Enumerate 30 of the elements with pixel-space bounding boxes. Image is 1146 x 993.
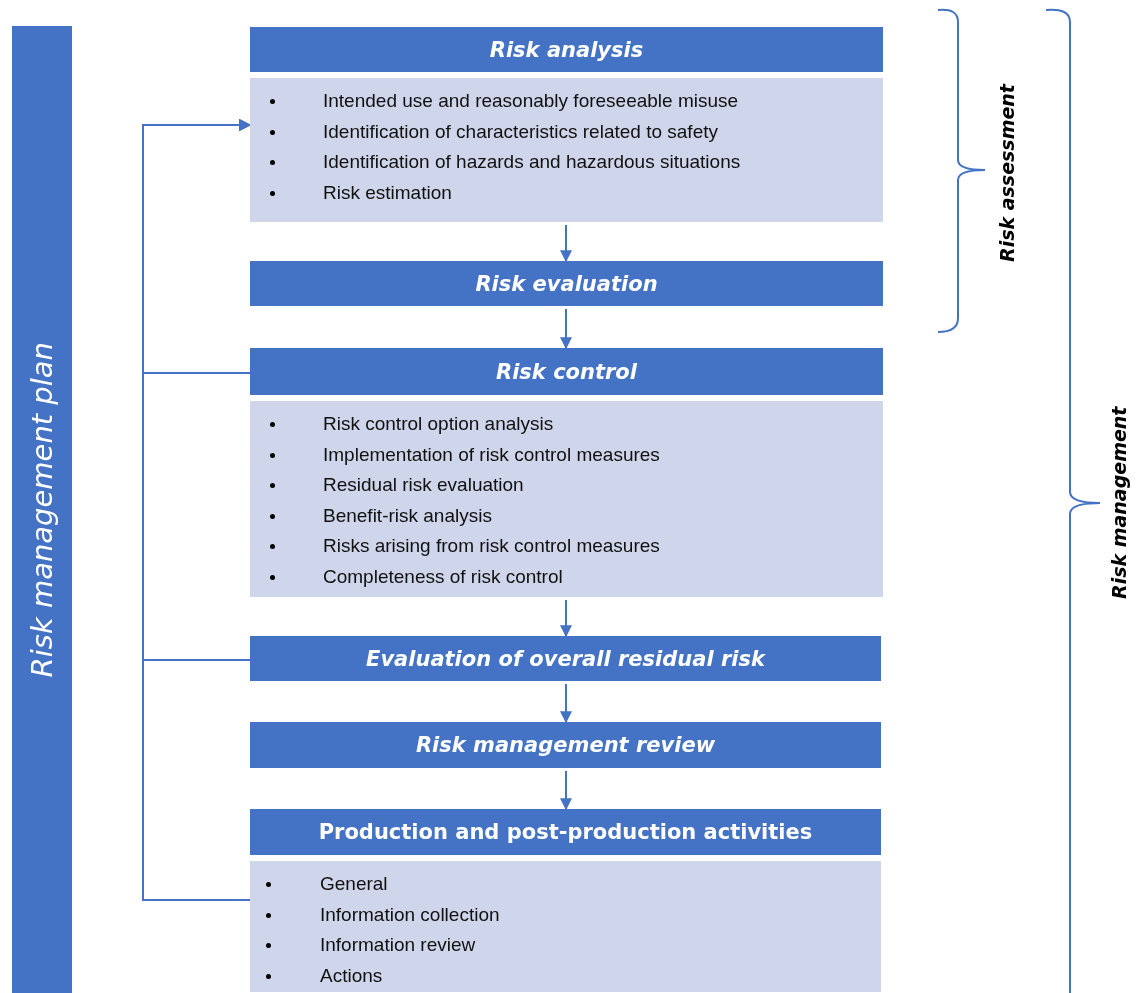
- bullet-text: General: [320, 873, 388, 896]
- bullet-text: Implementation of risk control measures: [323, 443, 660, 466]
- section-header: Risk management review: [250, 722, 881, 768]
- arrow: [560, 224, 572, 263]
- bullet-text: Information collection: [320, 903, 500, 926]
- brace-label: Risk assessment: [996, 82, 1018, 264]
- bullet-text: Actions: [320, 964, 383, 987]
- bullet-text: Residual risk evaluation: [323, 474, 524, 497]
- arrow: [560, 599, 572, 638]
- bullet-text: Risk control option analysis: [323, 413, 554, 436]
- bar-title: Risk management plan: [25, 341, 59, 678]
- bullet-text: Information review: [320, 934, 476, 957]
- bullet-text: Risk estimation: [323, 181, 452, 204]
- brace-label: Risk management: [1108, 405, 1130, 601]
- vertical-bar: [12, 26, 72, 993]
- bullet-text: Risks arising from risk control measures: [323, 535, 660, 558]
- bullet-text: Completeness of risk control: [323, 565, 563, 588]
- arrow: [560, 683, 572, 724]
- section-header: Production and post-production activities: [250, 809, 881, 855]
- bullet-text: Benefit-risk analysis: [323, 504, 492, 527]
- bullet-text: Identification of characteristics related to safety: [323, 120, 718, 143]
- bullet-text: Intended use and reasonably foreseeable misuse: [323, 90, 739, 113]
- arrow: [142, 119, 252, 901]
- section-header: Evaluation of overall residual risk: [250, 636, 881, 681]
- section-header: Risk evaluation: [250, 261, 883, 306]
- section-header: Risk control: [250, 348, 883, 395]
- bullet-text: Identification of hazards and hazardous situations: [323, 151, 741, 174]
- arrow: [560, 308, 572, 350]
- arrow: [560, 770, 572, 811]
- section-header: Risk analysis: [250, 27, 883, 72]
